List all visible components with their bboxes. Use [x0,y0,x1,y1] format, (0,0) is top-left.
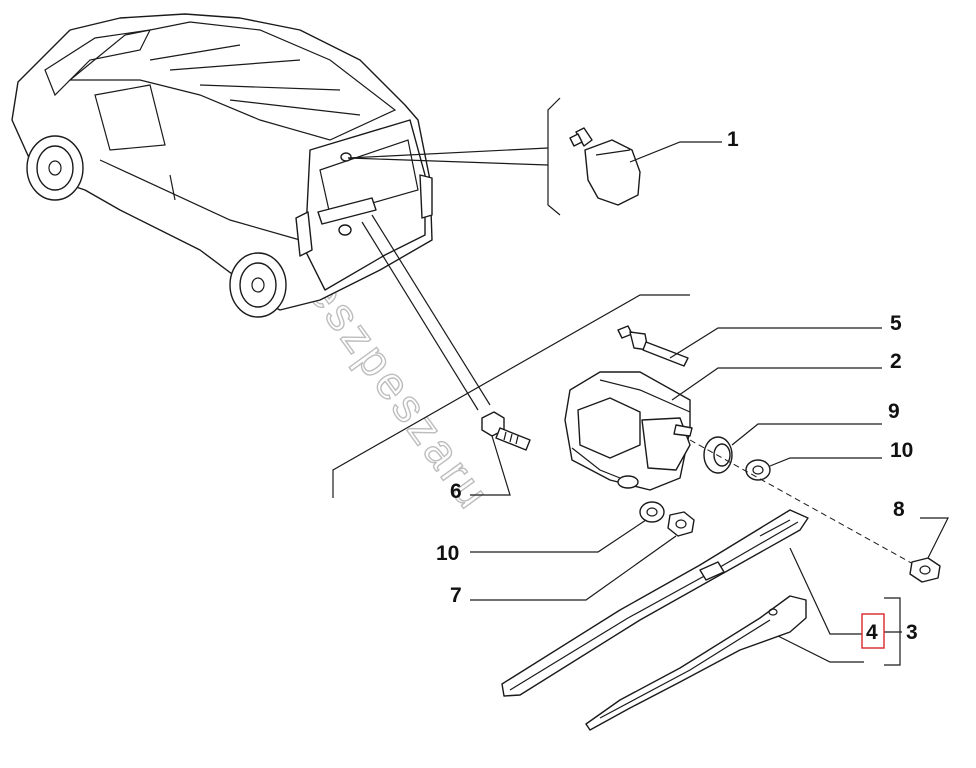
washer-lower-part [639,501,665,523]
wiper-motor-part [564,371,693,491]
callout-3: 3 [906,621,918,644]
washer-upper-part [745,459,771,481]
callout-10-upper: 10 [890,439,913,462]
wiper-arm-part [501,509,809,697]
highlight-box [861,613,885,649]
nut-part [909,557,941,583]
callout-4: 4 [866,621,878,644]
detail-bracket [547,97,561,216]
callout-1: 1 [727,128,739,151]
callout-8: 8 [893,498,905,521]
callout-7: 7 [450,584,462,607]
callout-9: 9 [888,400,900,423]
bolt-part [481,411,531,451]
nut-lower-part [667,511,695,537]
wiper-blade-part [585,595,807,731]
van-illustration [11,13,433,318]
callout-5: 5 [890,312,902,335]
axis-dashed-line [689,439,916,566]
pin-part [617,325,689,367]
callout-10-lower: 10 [436,542,459,565]
callout-6: 6 [450,480,462,503]
callout-2: 2 [890,350,902,373]
washer-nozzle-part [569,127,641,206]
